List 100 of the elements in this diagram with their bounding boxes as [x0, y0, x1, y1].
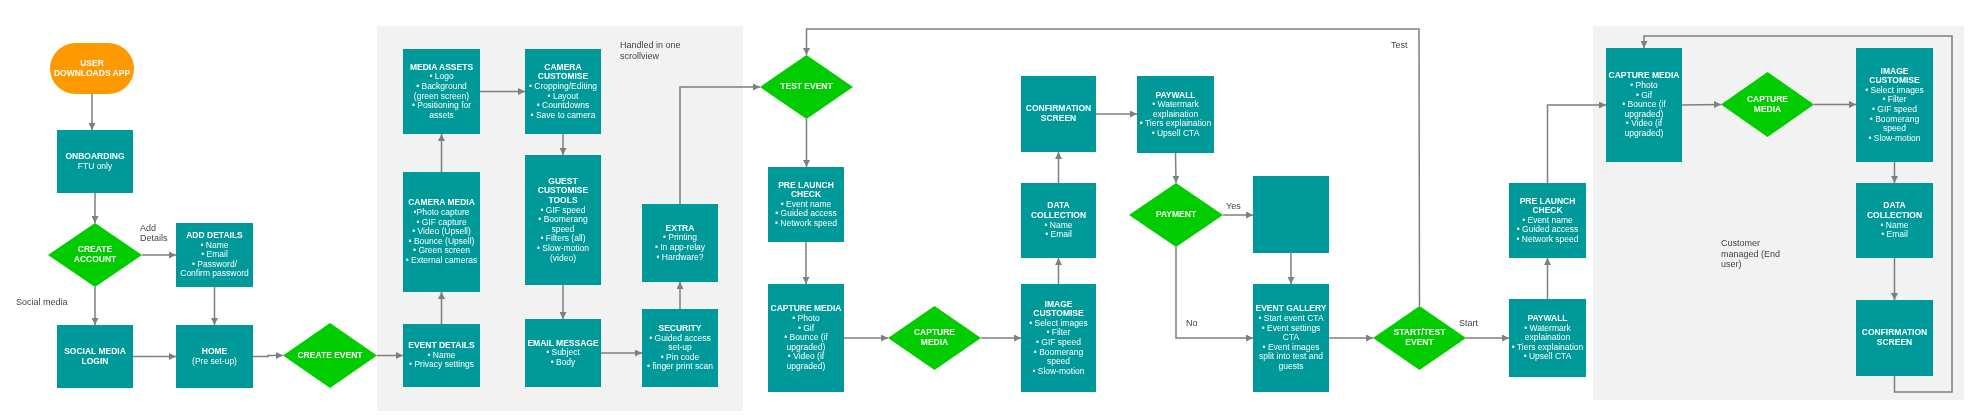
step-title: ADD DETAILS: [186, 231, 243, 241]
arrow: [1891, 161, 1898, 184]
step-title: SOCIAL MEDIA LOGIN: [63, 346, 127, 367]
process-box: [176, 223, 253, 287]
step-title: PRE LAUNCH CHECK: [777, 180, 835, 200]
arrow: [88, 93, 96, 131]
step-title: CONFIRMATION SCREEN: [1860, 328, 1929, 348]
edge-label: No: [1186, 318, 1198, 328]
step-detail: • Network speed: [774, 218, 837, 229]
edge-label: Yes: [1226, 201, 1241, 211]
arrow: [376, 352, 404, 359]
decision-text: CREATE EVENT: [297, 350, 363, 361]
step-title: EXTRA: [665, 223, 695, 233]
arrow: [1546, 101, 1607, 184]
step-detail: • Bounce (if upgraded): [783, 333, 829, 353]
process-box: [1253, 176, 1329, 253]
step-detail: • Watermark explaination: [1523, 323, 1572, 343]
arrow: [438, 133, 445, 173]
step-detail: • Background (green screen): [412, 81, 470, 102]
process-box: [176, 325, 253, 388]
group-title: Customer managed (End user): [1721, 238, 1782, 270]
group-panel: [1593, 26, 1964, 400]
process-box: [525, 319, 601, 387]
arrow: [1640, 35, 1953, 393]
step-detail: • Video (if upgraded): [785, 352, 827, 372]
process-box: [57, 325, 133, 388]
step-detail: • Body: [550, 357, 576, 368]
step-detail: • Gif: [1635, 90, 1653, 101]
decision-text: TEST EVENT: [780, 82, 833, 92]
process-box: [1021, 76, 1096, 152]
arrow: [676, 281, 684, 310]
step-title: ONBOARDING: [65, 151, 125, 162]
arrow: [211, 286, 218, 326]
step-detail: • Filter: [1046, 328, 1071, 338]
step-detail: • Video (Upsell): [412, 227, 471, 237]
arrow: [438, 291, 445, 325]
step-detail: • Hardware?: [656, 252, 704, 263]
step-title: CAMERA CUSTOMISE: [536, 62, 590, 82]
process-box: [403, 324, 480, 387]
step-title: PRE LAUNCH CHECK: [1518, 196, 1577, 216]
step-detail: • Select images: [1865, 85, 1924, 96]
step-detail: • Email: [201, 250, 228, 260]
step-title: EMAIL MESSAGE: [527, 338, 599, 348]
arrow: [252, 352, 284, 359]
arrow: [559, 133, 567, 156]
arrow: [132, 353, 177, 360]
step-detail: • GIF speed: [540, 205, 586, 216]
step-detail: • Guided access: [775, 209, 837, 219]
arrow: [1681, 101, 1722, 109]
arrow: [1095, 110, 1138, 118]
process-box: [642, 204, 718, 282]
arrow: [559, 284, 567, 320]
step-detail: • Upsell CTA: [1151, 128, 1200, 139]
step-detail: • Network speed: [1516, 234, 1579, 245]
process-box: [642, 309, 718, 387]
arrow: [1813, 101, 1857, 108]
arrow: [1287, 252, 1295, 285]
edge-label: Add Details: [140, 223, 169, 243]
step-title: CAPTURE MEDIA: [1608, 71, 1680, 81]
step-detail: • Event settings CTA: [1260, 323, 1322, 343]
step-detail: • Boomerang speed: [1032, 347, 1085, 367]
step-detail: • Name: [427, 350, 456, 360]
step-detail: • Watermark explaination: [1152, 100, 1199, 120]
step-title: HOME: [201, 346, 228, 357]
step-detail: • Photo: [792, 314, 820, 324]
arrow: [1544, 257, 1551, 300]
decision-text: CAPTURE MEDIA: [1745, 94, 1790, 115]
step-detail: • Boomerang speed: [1868, 114, 1921, 134]
step-detail: • Event name: [1522, 215, 1573, 225]
process-box: [1509, 183, 1586, 258]
step-detail: • Photo: [1630, 81, 1658, 91]
step-detail: • Name: [1880, 220, 1909, 230]
arrow: [803, 118, 810, 168]
decision-text: CREATE ACCOUNT: [72, 245, 118, 265]
arrow: [1055, 257, 1062, 285]
arrow: [1465, 334, 1510, 342]
step-detail: • Name: [200, 240, 229, 250]
step-detail: • Filters (all): [540, 234, 586, 244]
process-box: [1856, 48, 1933, 162]
step-detail: • Layout: [547, 91, 579, 102]
step-title: CAMERA MEDIA: [408, 198, 475, 208]
process-box: [1856, 183, 1933, 258]
process-box: [1253, 284, 1329, 392]
step-detail: FTU only: [77, 161, 113, 172]
step-detail: • In app-relay: [654, 243, 706, 253]
arrow: [802, 241, 810, 285]
step-detail: • Guided access set-up: [648, 333, 712, 353]
step-detail: • Save to camera: [530, 110, 596, 121]
step-detail: • Slow-motion (video): [535, 244, 591, 264]
arrow: [803, 28, 1421, 307]
step-detail: • Name: [1044, 220, 1073, 230]
process-box: [768, 284, 844, 392]
step-detail: • Select images: [1029, 318, 1088, 329]
step-detail: • GIF capture: [416, 217, 467, 228]
arrow: [1328, 334, 1374, 342]
step-title: CAPTURE MEDIA: [770, 304, 842, 314]
step-detail: • Green screen: [413, 246, 470, 256]
process-box: [768, 167, 844, 242]
step-title: USER DOWNLOADS APP: [52, 58, 132, 79]
process-box: [1021, 183, 1096, 258]
